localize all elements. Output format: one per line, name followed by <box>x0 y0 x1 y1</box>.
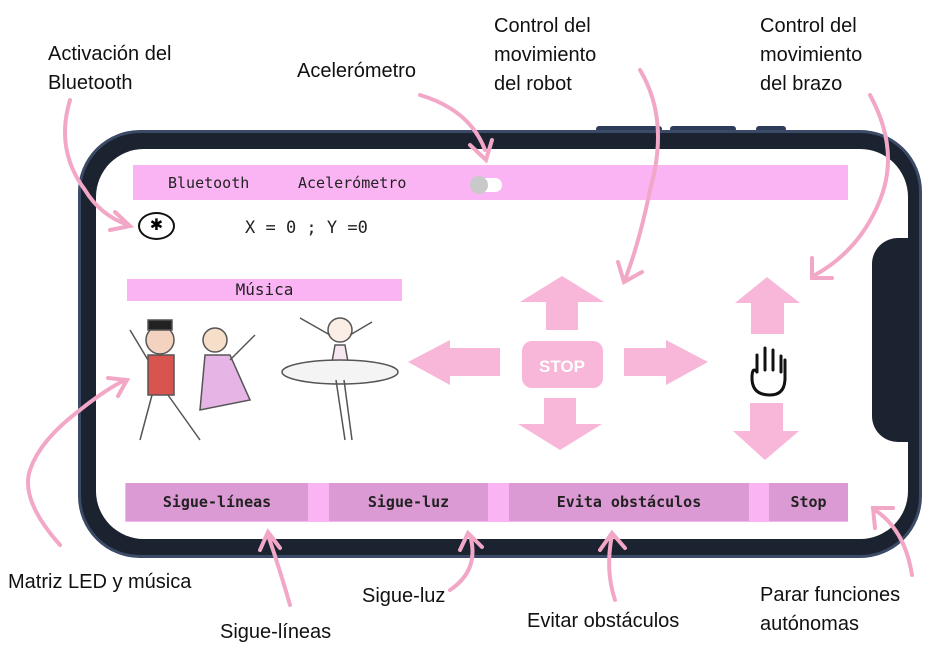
accelerometer-label: Acelerómetro <box>298 174 407 192</box>
ann-line: Parar funciones <box>760 584 901 606</box>
annotation-arrow <box>418 93 494 164</box>
light-follower-button[interactable]: Sigue-luz <box>329 483 488 521</box>
arm-down-arrow[interactable] <box>733 403 799 460</box>
annotation-robot-movement: Control del movimiento del robot <box>494 12 596 99</box>
ann-line: movimiento <box>494 44 597 66</box>
ann-line: Bluetooth <box>48 72 133 94</box>
app-screen <box>96 149 908 539</box>
annotation-arrow <box>598 529 627 602</box>
ballerina-image[interactable] <box>281 317 399 441</box>
annotation-arm-movement: Control del movimiento del brazo <box>760 12 862 99</box>
ann-line: movimiento <box>760 44 863 66</box>
ann-line: Control del <box>760 15 857 37</box>
annotation-arrow <box>448 529 484 592</box>
line-follower-button[interactable]: Sigue-líneas <box>126 483 308 521</box>
robot-left-arrow[interactable] <box>408 340 500 385</box>
ann-line: Control del <box>494 15 591 37</box>
ann-line: del brazo <box>760 73 843 95</box>
toggle-knob <box>470 176 488 194</box>
avoid-obstacles-button[interactable]: Evita obstáculos <box>509 483 749 521</box>
bluetooth-icon[interactable]: ✱ <box>138 212 175 240</box>
annotation-arrow <box>63 98 135 232</box>
annotation-accelerometer: Acelerómetro <box>297 60 416 82</box>
annotation-stop-autonomous: Parar funciones autónomas <box>760 581 900 639</box>
hand-grip-icon[interactable] <box>750 346 787 397</box>
robot-stop-button[interactable] <box>522 341 603 388</box>
robot-stop-label: STOP <box>539 357 585 376</box>
annotation-light-follower: Sigue-luz <box>362 585 446 607</box>
annotation-line-follower: Sigue-líneas <box>220 621 332 643</box>
bluetooth-label: Bluetooth <box>168 174 250 192</box>
annotation-arrow <box>616 68 660 285</box>
annotation-led-music: Matriz LED y música <box>8 571 192 593</box>
robot-backward-arrow[interactable] <box>518 398 602 450</box>
arm-up-arrow[interactable] <box>735 277 800 334</box>
annotation-arrow <box>258 528 292 607</box>
robot-right-arrow[interactable] <box>624 340 708 385</box>
phone-button <box>596 126 662 132</box>
annotation-arrow <box>26 376 131 547</box>
phone-notch <box>872 238 912 442</box>
annotation-avoid-obstacles: Evitar obstáculos <box>527 610 680 632</box>
robot-forward-arrow[interactable] <box>520 276 604 330</box>
music-label: Música <box>127 279 402 301</box>
annotation-arrow <box>870 506 914 577</box>
nutcracker-dancers-image[interactable] <box>129 319 256 441</box>
ann-line: autónomas <box>760 613 859 635</box>
annotation-arrow <box>810 93 890 280</box>
stop-button[interactable]: Stop <box>769 483 848 521</box>
ann-line: Activación del <box>48 43 172 65</box>
ann-line: del robot <box>494 73 572 95</box>
accelerometer-readout: X = 0 ; Y =0 <box>245 218 368 238</box>
phone-button <box>756 126 786 132</box>
phone-button <box>670 126 736 132</box>
accelerometer-toggle[interactable] <box>470 176 502 194</box>
